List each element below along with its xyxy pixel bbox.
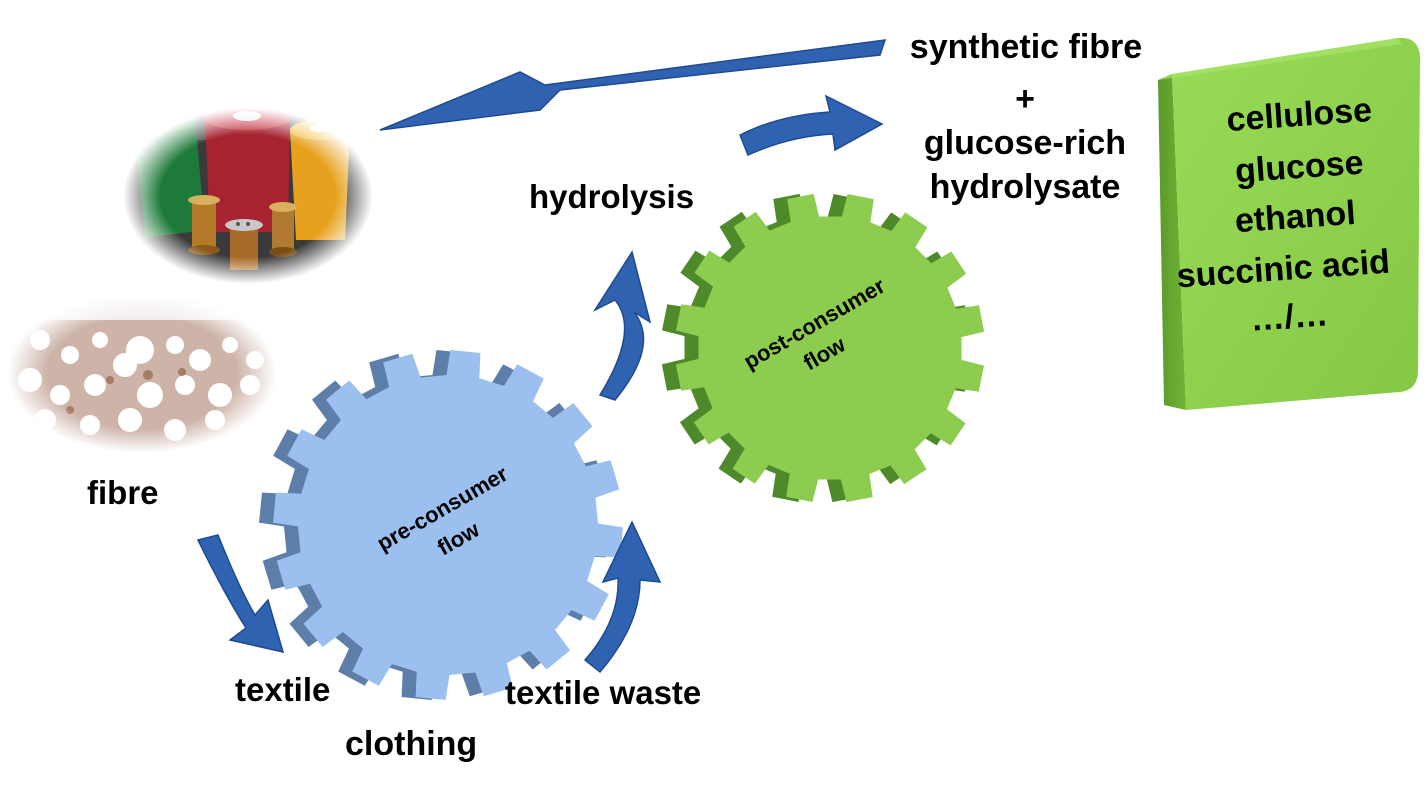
arrow-waste-up [583,520,662,674]
clothing-label: clothing [345,725,478,763]
product-item: …/… [1249,295,1329,338]
arrow-up-to-hydrolysis [592,250,652,401]
post-consumer-gear [661,193,985,503]
hydrolysate-label: hydrolysate [929,168,1121,206]
glucose-rich-label: glucose-rich [923,124,1127,162]
cotton-field-image [0,290,290,460]
thread-spools-image [120,100,380,300]
product-item: glucose [1234,144,1365,191]
hydrolysis-label: hydrolysis [529,178,695,215]
arrows [196,39,887,674]
product-item: ethanol [1234,194,1357,240]
fibre-label: fibre [87,474,159,511]
arrow-synthetic-to-spools [379,39,887,131]
synthetic-fibre-label: synthetic fibre [909,28,1143,66]
textile-waste-label: textile waste [505,674,702,711]
arrow-fibre-to-textile [196,534,285,654]
pre-consumer-gear [259,350,623,700]
products-box [1158,37,1420,411]
textile-label: textile [235,671,331,708]
plus-label: + [1015,80,1035,118]
arrow-hydrolysis-to-products [739,94,884,157]
